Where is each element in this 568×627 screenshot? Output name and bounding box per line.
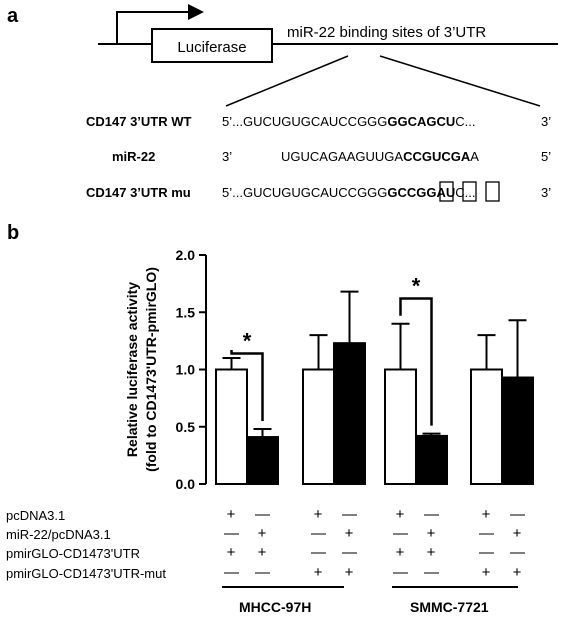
group-label-smmc: SMMC-7721: [410, 599, 489, 615]
plus-sign: +: [257, 525, 267, 542]
utr-label: miR-22 binding sites of 3’UTR: [287, 24, 486, 41]
minus-sign: —: [479, 525, 494, 542]
y-tick-label: 1.0: [176, 362, 196, 378]
bar: [470, 368, 503, 485]
bar: [384, 368, 417, 485]
minus-sign: —: [255, 506, 270, 523]
mutation-box-2: [462, 181, 477, 202]
plus-sign: +: [395, 506, 405, 523]
significance-bracket: [230, 350, 264, 422]
minus-sign: —: [510, 506, 525, 523]
mutation-boxes: [439, 181, 500, 202]
wt-end: 3’: [541, 114, 552, 129]
minus-sign: —: [255, 564, 270, 581]
mutation-box-3: [485, 181, 500, 202]
bar: [501, 376, 534, 485]
plus-sign: +: [481, 506, 491, 523]
y-tick-label: 0.5: [176, 419, 196, 435]
zoom-line-left: [225, 55, 349, 107]
significance-star: *: [243, 328, 252, 353]
bar: [333, 342, 366, 486]
y-tick-label: 2.0: [176, 247, 196, 263]
y-tick-label: 1.5: [176, 304, 196, 320]
plus-sign: +: [257, 544, 267, 561]
mir22-end: 5’: [541, 149, 552, 164]
plus-sign: +: [313, 564, 323, 581]
plus-sign: +: [395, 544, 405, 561]
bar: [302, 368, 335, 485]
minus-sign: —: [424, 506, 439, 523]
y-tick-label: 0.0: [176, 476, 196, 492]
bar: [215, 368, 248, 485]
mir22-sequence: UGUCAGAAGUUGACCGUCGAA: [281, 149, 479, 164]
mir22-5prime: 3’: [222, 149, 233, 164]
plus-sign: +: [426, 544, 436, 561]
minus-sign: —: [479, 544, 494, 561]
plus-sign: +: [481, 564, 491, 581]
mu-seed: GCCGGAU: [387, 185, 456, 200]
significance-bracket: [399, 297, 433, 426]
wt-seed: GGCAGCU: [387, 114, 456, 129]
plus-sign: +: [344, 564, 354, 581]
row-label-mir22: miR-22: [112, 149, 156, 164]
bar: [415, 434, 448, 486]
bar: [246, 436, 279, 485]
minus-sign: —: [424, 564, 439, 581]
minus-sign: —: [311, 544, 326, 561]
row-label-wt: CD147 3’UTR WT: [86, 114, 192, 129]
condition-label-mir22: miR-22/pcDNA3.1: [6, 527, 111, 542]
plus-sign: +: [512, 564, 522, 581]
minus-sign: —: [311, 525, 326, 542]
promoter-arrowhead: [188, 4, 204, 20]
plus-sign: +: [313, 506, 323, 523]
y-axis-label: (fold to CD1473'UTR-pmirGLO): [143, 267, 159, 472]
panel-a-letter: a: [7, 5, 19, 27]
significance-star: *: [412, 274, 421, 299]
mir22-seed: CCGUCGA: [403, 149, 471, 164]
minus-sign: —: [342, 544, 357, 561]
luciferase-construct-diagram: Luciferase miR-22 binding sites of 3’UTR: [98, 4, 558, 107]
promoter-arrow: [116, 11, 188, 44]
plus-sign: +: [426, 525, 436, 542]
minus-sign: —: [393, 525, 408, 542]
plus-sign: +: [226, 544, 236, 561]
plus-sign: +: [512, 525, 522, 542]
group-brackets: [222, 586, 518, 588]
y-axis-label: Relative luciferase activity: [124, 282, 140, 457]
wt-sequence: 5’...GUCUGUGCAUCCGGGGGCAGCUC...: [222, 114, 476, 129]
minus-sign: —: [342, 506, 357, 523]
condition-label-pcdna: pcDNA3.1: [6, 508, 66, 523]
mu-end: 3’: [541, 185, 552, 200]
group-label-mhcc: MHCC-97H: [239, 599, 312, 615]
minus-sign: —: [224, 564, 239, 581]
row-label-mu: CD147 3’UTR mu: [86, 185, 191, 200]
mutation-box-1: [439, 181, 454, 202]
minus-sign: —: [224, 525, 239, 542]
condition-label-utr-mut: pmirGLO-CD1473'UTR-mut: [6, 566, 166, 581]
mu-sequence: 5’...GUCUGUGCAUCCGGGGCCGGAUC...: [222, 185, 476, 200]
plus-sign: +: [344, 525, 354, 542]
minus-sign: —: [393, 564, 408, 581]
plus-sign: +: [226, 506, 236, 523]
panel-b-letter: b: [7, 222, 20, 244]
minus-sign: —: [510, 544, 525, 561]
luciferase-label: Luciferase: [177, 39, 246, 56]
luciferase-box: [151, 28, 273, 63]
condition-label-utr: pmirGLO-CD1473'UTR: [6, 546, 140, 561]
zoom-line-right: [379, 55, 541, 107]
